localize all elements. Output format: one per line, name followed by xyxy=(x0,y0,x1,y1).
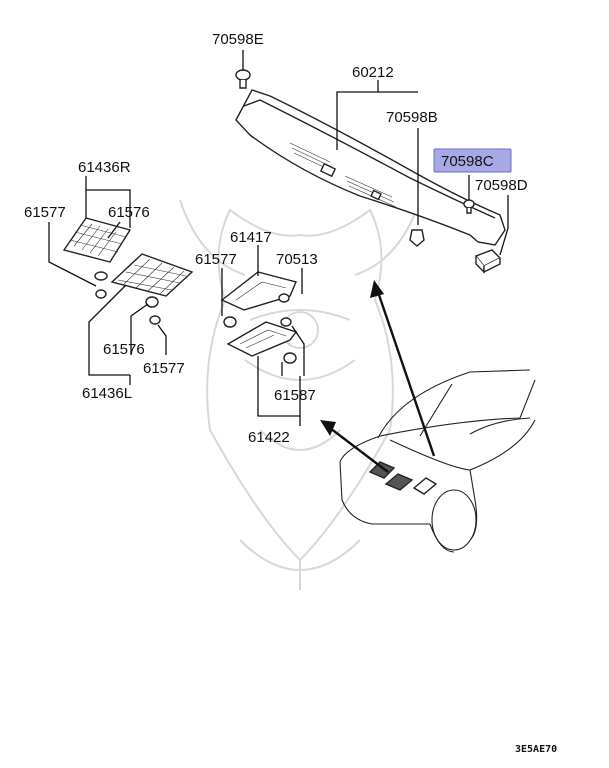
label-61576-a[interactable]: 61576 xyxy=(108,204,150,221)
label-61417[interactable]: 61417 xyxy=(230,229,272,246)
label-70513[interactable]: 70513 xyxy=(276,251,318,268)
arrow-to-ducts xyxy=(320,420,389,473)
clip-70598D[interactable] xyxy=(474,249,502,274)
label-70598C[interactable]: 70598C xyxy=(441,153,494,170)
label-61576-b[interactable]: 61576 xyxy=(103,341,145,358)
label-61577-b[interactable]: 61577 xyxy=(195,251,237,268)
label-61587[interactable]: 61587 xyxy=(274,387,316,404)
grille-61436L[interactable] xyxy=(110,253,194,297)
clip-61577-a[interactable] xyxy=(94,271,108,299)
clip-70598C[interactable] xyxy=(463,199,475,214)
label-70598E[interactable]: 70598E xyxy=(212,31,264,48)
label-61577-c[interactable]: 61577 xyxy=(143,360,185,377)
clips-center[interactable] xyxy=(223,293,297,364)
clip-61576-b[interactable] xyxy=(145,296,161,325)
duct-61422[interactable] xyxy=(226,321,298,357)
label-61577-a[interactable]: 61577 xyxy=(24,204,66,221)
leader-lines-center xyxy=(221,245,305,426)
label-61436R[interactable]: 61436R xyxy=(78,159,131,176)
clip-70598E[interactable] xyxy=(235,69,251,89)
hood-vents xyxy=(368,461,438,495)
label-61436L[interactable]: 61436L xyxy=(82,385,132,402)
label-60212[interactable]: 60212 xyxy=(352,64,394,81)
label-70598D[interactable]: 70598D xyxy=(475,177,528,194)
grille-61436R[interactable] xyxy=(62,217,132,263)
label-70598C-highlight xyxy=(433,148,512,173)
vehicle-outline xyxy=(339,369,536,553)
diagram-code: 3E5AE70 xyxy=(515,744,557,755)
leader-lines-top xyxy=(242,50,509,256)
label-61422[interactable]: 61422 xyxy=(248,429,290,446)
clip-70598B[interactable] xyxy=(409,229,425,247)
arrow-to-cowl xyxy=(370,280,436,457)
label-70598B[interactable]: 70598B xyxy=(386,109,438,126)
duct-61417[interactable] xyxy=(220,271,297,311)
leader-lines-left xyxy=(48,176,167,385)
